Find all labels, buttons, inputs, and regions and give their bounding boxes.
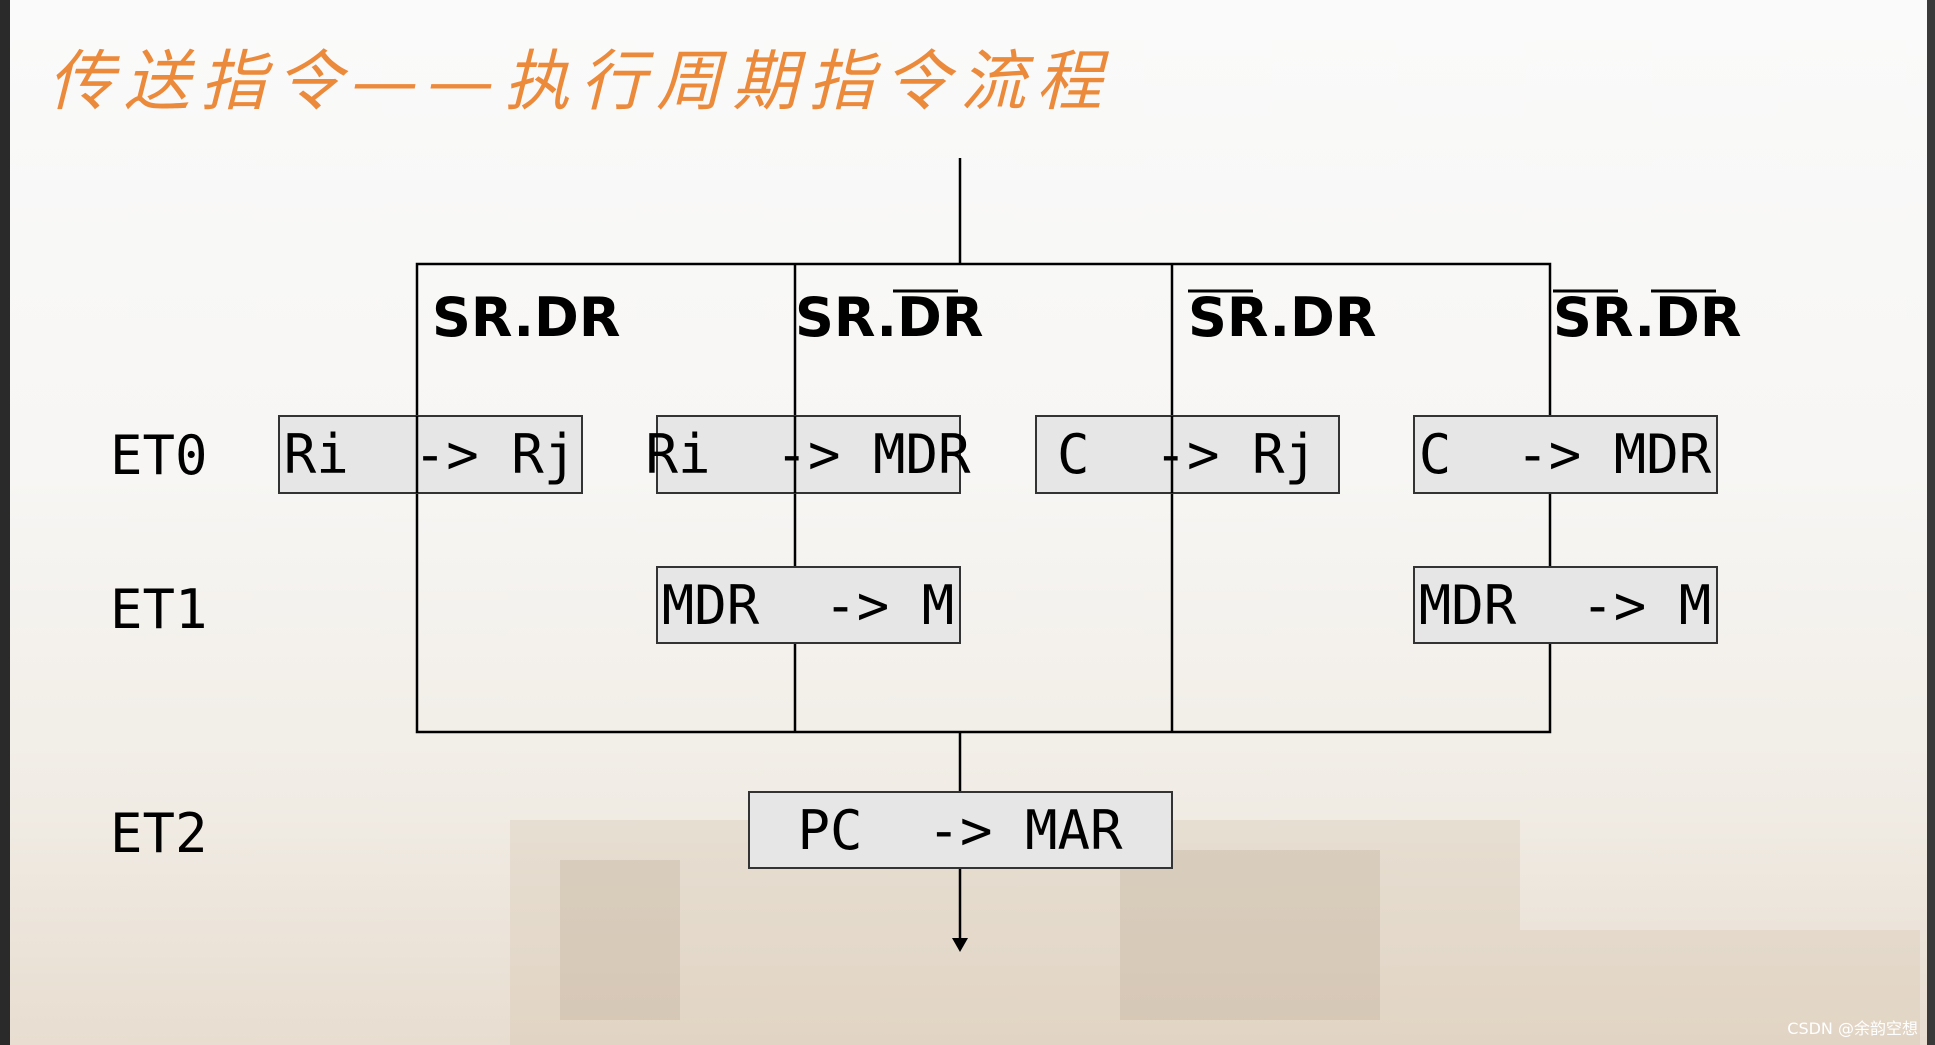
et0-box-2-text: Ri -> MDR bbox=[645, 423, 971, 486]
page-title: 传送指令——执行周期指令流程 bbox=[48, 43, 1112, 120]
condition-2-dr: DR bbox=[897, 286, 983, 349]
condition-2: SR.DR bbox=[795, 286, 983, 349]
et1-box-2 bbox=[1413, 566, 1718, 644]
et2-box-text: PC -> MAR bbox=[797, 799, 1123, 862]
condition-4: SR.DR bbox=[1553, 286, 1741, 349]
et0-box-1 bbox=[278, 415, 583, 494]
branch-frame bbox=[415, 262, 1552, 734]
condition-4-sr: SR. bbox=[1553, 286, 1655, 349]
et2-box bbox=[748, 791, 1173, 869]
background-building bbox=[1520, 930, 1920, 1045]
background-window bbox=[560, 860, 680, 1020]
background-window bbox=[1120, 850, 1380, 1020]
condition-2-sr: SR. bbox=[795, 286, 897, 349]
et0-box-4-text: C -> MDR bbox=[1419, 423, 1712, 486]
et0-box-4 bbox=[1413, 415, 1718, 494]
condition-1-sr: SR. bbox=[432, 286, 534, 349]
et1-box-2-text: MDR -> M bbox=[1419, 574, 1712, 637]
condition-4-dr: DR bbox=[1655, 286, 1741, 349]
et0-box-3 bbox=[1035, 415, 1340, 494]
et2-label: ET2 bbox=[110, 802, 208, 865]
condition-1-dr: DR bbox=[534, 286, 620, 349]
condition-3: SR.DR bbox=[1188, 286, 1376, 349]
et0-box-1-text: Ri -> Rj bbox=[284, 423, 577, 486]
et1-box-1 bbox=[656, 566, 961, 644]
et0-label: ET0 bbox=[110, 424, 208, 487]
et1-label: ET1 bbox=[110, 578, 208, 641]
watermark: CSDN @余韵空想 bbox=[1787, 1019, 1918, 1038]
right-border bbox=[1927, 0, 1935, 1045]
left-border bbox=[0, 0, 10, 1045]
condition-1: SR.DR bbox=[432, 286, 620, 349]
condition-3-sr: SR. bbox=[1188, 286, 1290, 349]
et0-box-3-text: C -> Rj bbox=[1057, 423, 1317, 486]
condition-3-dr: DR bbox=[1290, 286, 1376, 349]
et1-box-1-text: MDR -> M bbox=[662, 574, 955, 637]
exit-arrow-icon bbox=[952, 938, 968, 952]
et0-box-2 bbox=[656, 415, 961, 494]
